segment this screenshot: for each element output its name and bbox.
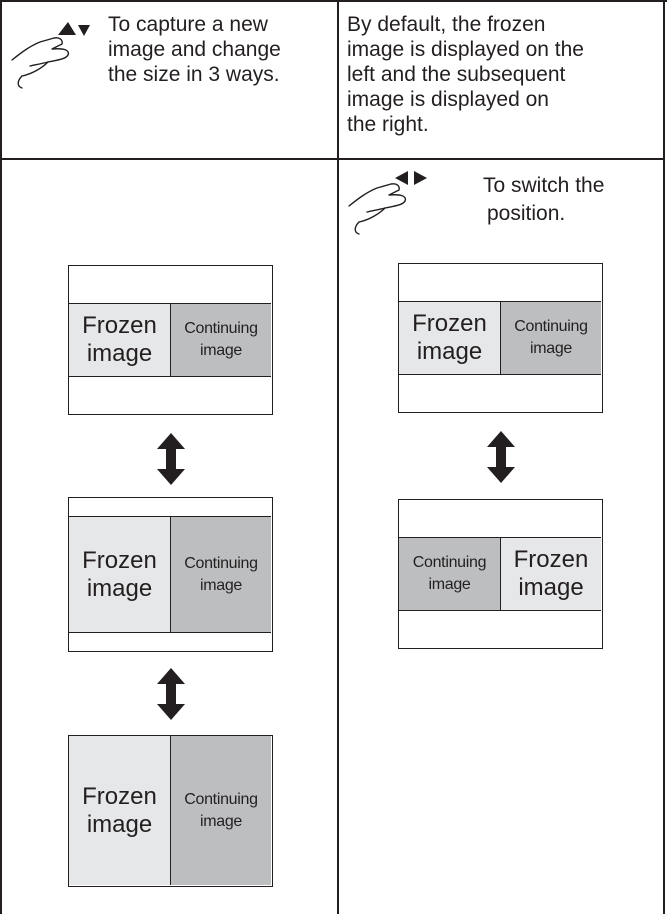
right-header-text: By default, the frozen image is displaye…	[347, 12, 584, 137]
continuing-image-pane: Continuing image	[170, 736, 271, 885]
screen-size-3: Frozen image Continuing image	[68, 735, 273, 887]
right-instruction-line: To switch the	[483, 174, 605, 197]
continuing-image-pane: Continuing image	[170, 516, 271, 633]
screen-size-1: Frozen image Continuing image	[68, 265, 273, 415]
left-header-line: image and change	[108, 38, 281, 61]
continuing-label: image	[199, 576, 243, 594]
continuing-image-pane: Continuing image	[170, 303, 271, 377]
continuing-label: Continuing	[412, 554, 487, 571]
frozen-label: Frozen	[82, 782, 157, 810]
right-header-line: By default, the frozen	[347, 13, 546, 36]
screen-default-position: Frozen image Continuing image	[398, 263, 603, 413]
right-header-line: image is displayed on the	[347, 38, 584, 61]
table-border-left	[0, 0, 2, 914]
up-down-arrow-buttons-icon	[11, 22, 90, 89]
frozen-image-pane: Frozen image	[69, 736, 170, 885]
right-header-line: image is displayed on	[347, 88, 549, 111]
frozen-image-pane: Frozen image	[69, 516, 170, 633]
table-border-top	[0, 0, 667, 2]
frozen-label: image	[86, 340, 153, 367]
screen-size-2: Frozen image Continuing image	[68, 497, 273, 652]
table-border-right	[663, 0, 665, 914]
continuing-label: Continuing	[184, 320, 258, 337]
right-header-line: left and the subsequent	[347, 63, 566, 86]
table-row-divider	[0, 158, 665, 160]
continuing-label: Continuing	[184, 554, 258, 572]
left-header-text: To capture a new image and change the si…	[108, 12, 281, 87]
continuing-label: Continuing	[184, 790, 258, 808]
left-header-line: To capture a new	[108, 13, 268, 36]
continuing-image-pane: Continuing image	[399, 537, 500, 611]
right-instruction-text: To switch the position.	[483, 172, 604, 228]
left-header-line: the size in 3 ways.	[108, 63, 280, 86]
frozen-image-pane: Frozen image	[399, 301, 500, 375]
right-instruction-line: position.	[487, 202, 566, 225]
frozen-label: image	[86, 574, 153, 602]
right-header-line: the right.	[347, 113, 429, 136]
screen-switched-position: Continuing image Frozen image	[398, 499, 603, 649]
double-headed-vertical-arrow-icon	[157, 433, 185, 485]
frozen-label: Frozen	[82, 312, 157, 339]
frozen-image-pane: Frozen image	[69, 303, 170, 377]
frozen-label: image	[86, 810, 153, 838]
continuing-label: image	[199, 812, 243, 830]
frozen-image-pane: Frozen image	[500, 537, 601, 611]
continuing-label: image	[428, 576, 471, 593]
frozen-label: Frozen	[513, 546, 589, 573]
frozen-label: image	[416, 338, 483, 365]
continuing-label: Continuing	[514, 318, 588, 335]
continuing-label: image	[199, 342, 243, 359]
table-column-divider	[337, 0, 339, 914]
double-headed-vertical-arrow-icon	[157, 668, 185, 720]
continuing-image-pane: Continuing image	[500, 301, 601, 375]
left-right-arrow-buttons-icon	[348, 171, 427, 235]
frozen-label: Frozen	[82, 546, 157, 574]
double-headed-vertical-arrow-icon	[487, 431, 515, 483]
frozen-label: image	[518, 574, 584, 601]
frozen-label: Frozen	[412, 310, 487, 337]
continuing-label: image	[529, 340, 573, 357]
